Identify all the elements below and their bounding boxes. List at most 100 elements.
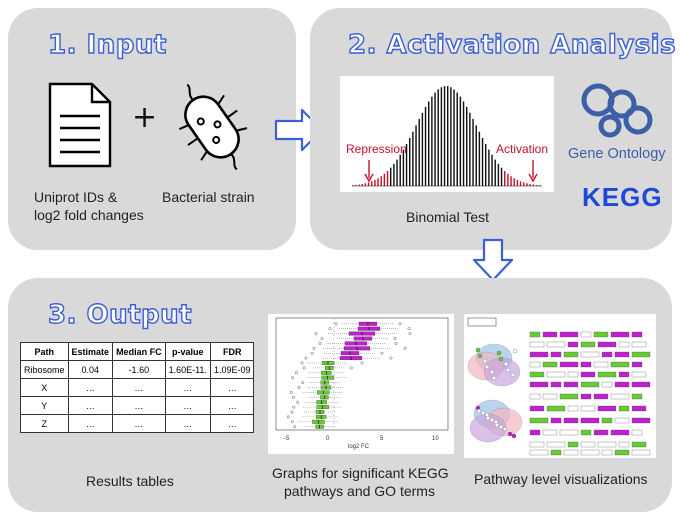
table-row: Z … … … … [20, 414, 255, 433]
histogram-bar [532, 184, 534, 186]
pathway-gene-box [559, 429, 579, 436]
histogram-bar [367, 182, 370, 186]
pathway-node [482, 358, 488, 364]
pathway-gene-box [580, 331, 592, 338]
pathway-gene-box [529, 351, 549, 358]
histogram-bar [415, 125, 417, 186]
boxplot-outlier [312, 346, 316, 350]
pathway-node [476, 408, 482, 414]
pathway-gene-box [614, 381, 630, 388]
table-header: Path [20, 342, 69, 361]
pathway-gene-box [618, 341, 630, 348]
boxplot-outlier [334, 322, 338, 326]
boxplot-outlier [349, 366, 353, 370]
activation-arrow-icon [528, 160, 538, 182]
histogram-bar [513, 178, 515, 186]
table-header: Estimate [67, 342, 114, 361]
pathway-node [502, 426, 508, 432]
plus-sign: + [132, 100, 158, 135]
histogram-bar [393, 163, 395, 186]
pathway-gene-box [563, 417, 579, 424]
histogram-bar [431, 96, 433, 186]
pathway-gene-box [631, 331, 643, 338]
histogram-bar [526, 183, 528, 186]
pathway-node [511, 433, 517, 439]
histogram-bar [424, 106, 427, 186]
table-cell: … [209, 378, 255, 397]
pathway-gene-box [550, 417, 562, 424]
histogram-bar [374, 179, 376, 186]
pathway-gene-box [580, 351, 600, 358]
pathway-gene-box [542, 429, 558, 436]
results-tables-label: Results tables [86, 473, 174, 489]
pathway-gene-box [529, 393, 541, 400]
analysis-title: 2. Activation Analysis [347, 29, 677, 60]
pathway-gene-box [631, 417, 651, 424]
histogram-bar [380, 176, 382, 186]
boxplot-xlabel: log2 FC [348, 444, 370, 450]
table-cell: … [112, 414, 166, 433]
pathway-gene-box [614, 417, 630, 424]
pathway-gene-box [601, 449, 613, 456]
pathway-gene-box [580, 361, 592, 368]
boxplot-outlier [320, 337, 324, 340]
gene-ontology-logo-icon [581, 83, 653, 138]
pathway-gene-box [546, 441, 566, 448]
arrow-down-icon [472, 238, 514, 282]
pathway-gene-box [631, 361, 643, 368]
pathway-gene-box [580, 405, 596, 412]
boxplot-outlier [398, 322, 402, 326]
pathway-gene-box [529, 417, 549, 424]
table-cell: … [112, 396, 166, 415]
pathway-gene-box [529, 331, 541, 338]
table-header: Median FC [112, 342, 166, 361]
boxplot-outlier [408, 332, 412, 335]
table-cell: … [164, 378, 211, 397]
pathway-gene-box [610, 331, 630, 338]
pathway-gene-box [563, 381, 579, 388]
gene-ontology-text: Gene Ontology [568, 146, 666, 162]
histogram-bar [519, 181, 522, 186]
pathway-gene-box [631, 371, 647, 378]
pathway-gene-box [580, 371, 596, 378]
pathway-gene-box [542, 331, 558, 338]
histogram-bar [485, 143, 487, 186]
boxplot-thumbnail: -5 0 5 10 log2 FC [268, 314, 454, 454]
histogram-bar [402, 149, 405, 186]
histogram-bar [437, 89, 439, 186]
histogram-bar [478, 131, 481, 186]
graphs-label-line2: pathways and GO terms [284, 483, 435, 499]
pathway-node [484, 364, 490, 370]
pathway-gene-box [610, 361, 630, 368]
pathway-gene-box [597, 441, 617, 448]
boxplot-outlier [302, 366, 306, 370]
boxplot-outlier [289, 391, 293, 394]
pathway-gene-box [529, 361, 541, 368]
histogram-bar [447, 86, 449, 186]
pathway-gene-box [614, 351, 630, 358]
pathway-gene-box [610, 429, 630, 436]
histogram-bar [355, 184, 357, 186]
pathway-gene-box [580, 381, 600, 388]
histogram-bar [466, 106, 468, 186]
boxplot-outlier [407, 327, 411, 331]
histogram-bar [428, 101, 430, 186]
histogram-bar [371, 181, 373, 186]
table-cell: … [209, 414, 255, 433]
histogram-bar [453, 89, 455, 186]
histogram-bar [538, 185, 541, 186]
boxplot-outlier [293, 425, 296, 429]
histogram-bar [396, 159, 398, 186]
pathway-gene-box [546, 371, 566, 378]
pathway-node [507, 431, 513, 437]
ids-label-line2: log2 fold changes [34, 207, 144, 223]
pathway-gene-box [580, 393, 592, 400]
boxplot-outlier [304, 356, 308, 360]
histogram-bar [364, 183, 367, 186]
pathway-node [480, 410, 486, 416]
pathway-gene-box [610, 393, 630, 400]
pathway-gene-box [546, 341, 566, 348]
pathway-gene-box [618, 371, 630, 378]
pathway-node [475, 347, 481, 353]
histogram-bar [450, 87, 452, 186]
